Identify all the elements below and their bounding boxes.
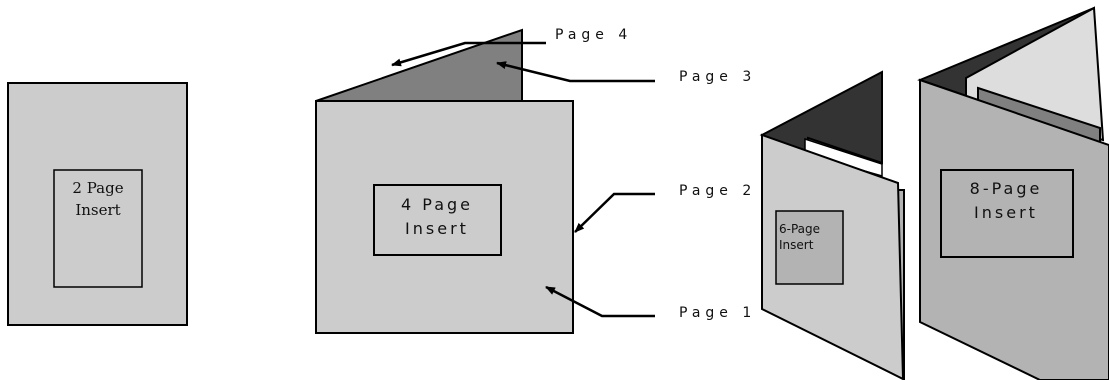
eight-page-insert: 8-Page Insert [917,6,1109,380]
six-page-label-line1: 6-Page [779,222,820,236]
four-page-insert: 4 Page Insert [315,28,574,334]
four-page-label-line1: 4 Page [401,195,473,214]
page-2-label: Page 2 [679,183,756,199]
four-page-label-line2: Insert [405,219,469,238]
six-page-middle-panel [804,137,883,177]
leader-arrows [391,41,655,318]
six-page-insert: 6-Page Insert [759,70,905,380]
six-page-label-line2: Insert [779,238,814,252]
four-page-back-page [315,28,523,102]
six-page-label-box [775,210,844,285]
page-3-arrow [496,61,655,83]
eight-page-label-line1: 8-Page [970,179,1043,198]
two-page-label-line2: Insert [75,201,120,219]
eight-page-label-line2: Insert [974,203,1038,222]
two-page-label-line1: 2 Page [72,179,123,197]
page-2-arrow [574,192,655,233]
two-page-label-box [53,169,143,288]
two-page-insert: 2 Page Insert [7,82,188,326]
page-4-arrow [391,41,546,67]
page-3-label: Page 3 [679,69,756,85]
eight-page-label-box [940,169,1074,258]
page-4-label: Page 4 [555,27,632,43]
page-1-arrow [545,285,655,318]
four-page-label-box [373,184,502,256]
page-labels: Page 4 Page 3 Page 2 Page 1 [555,27,756,321]
page-1-label: Page 1 [679,305,756,321]
